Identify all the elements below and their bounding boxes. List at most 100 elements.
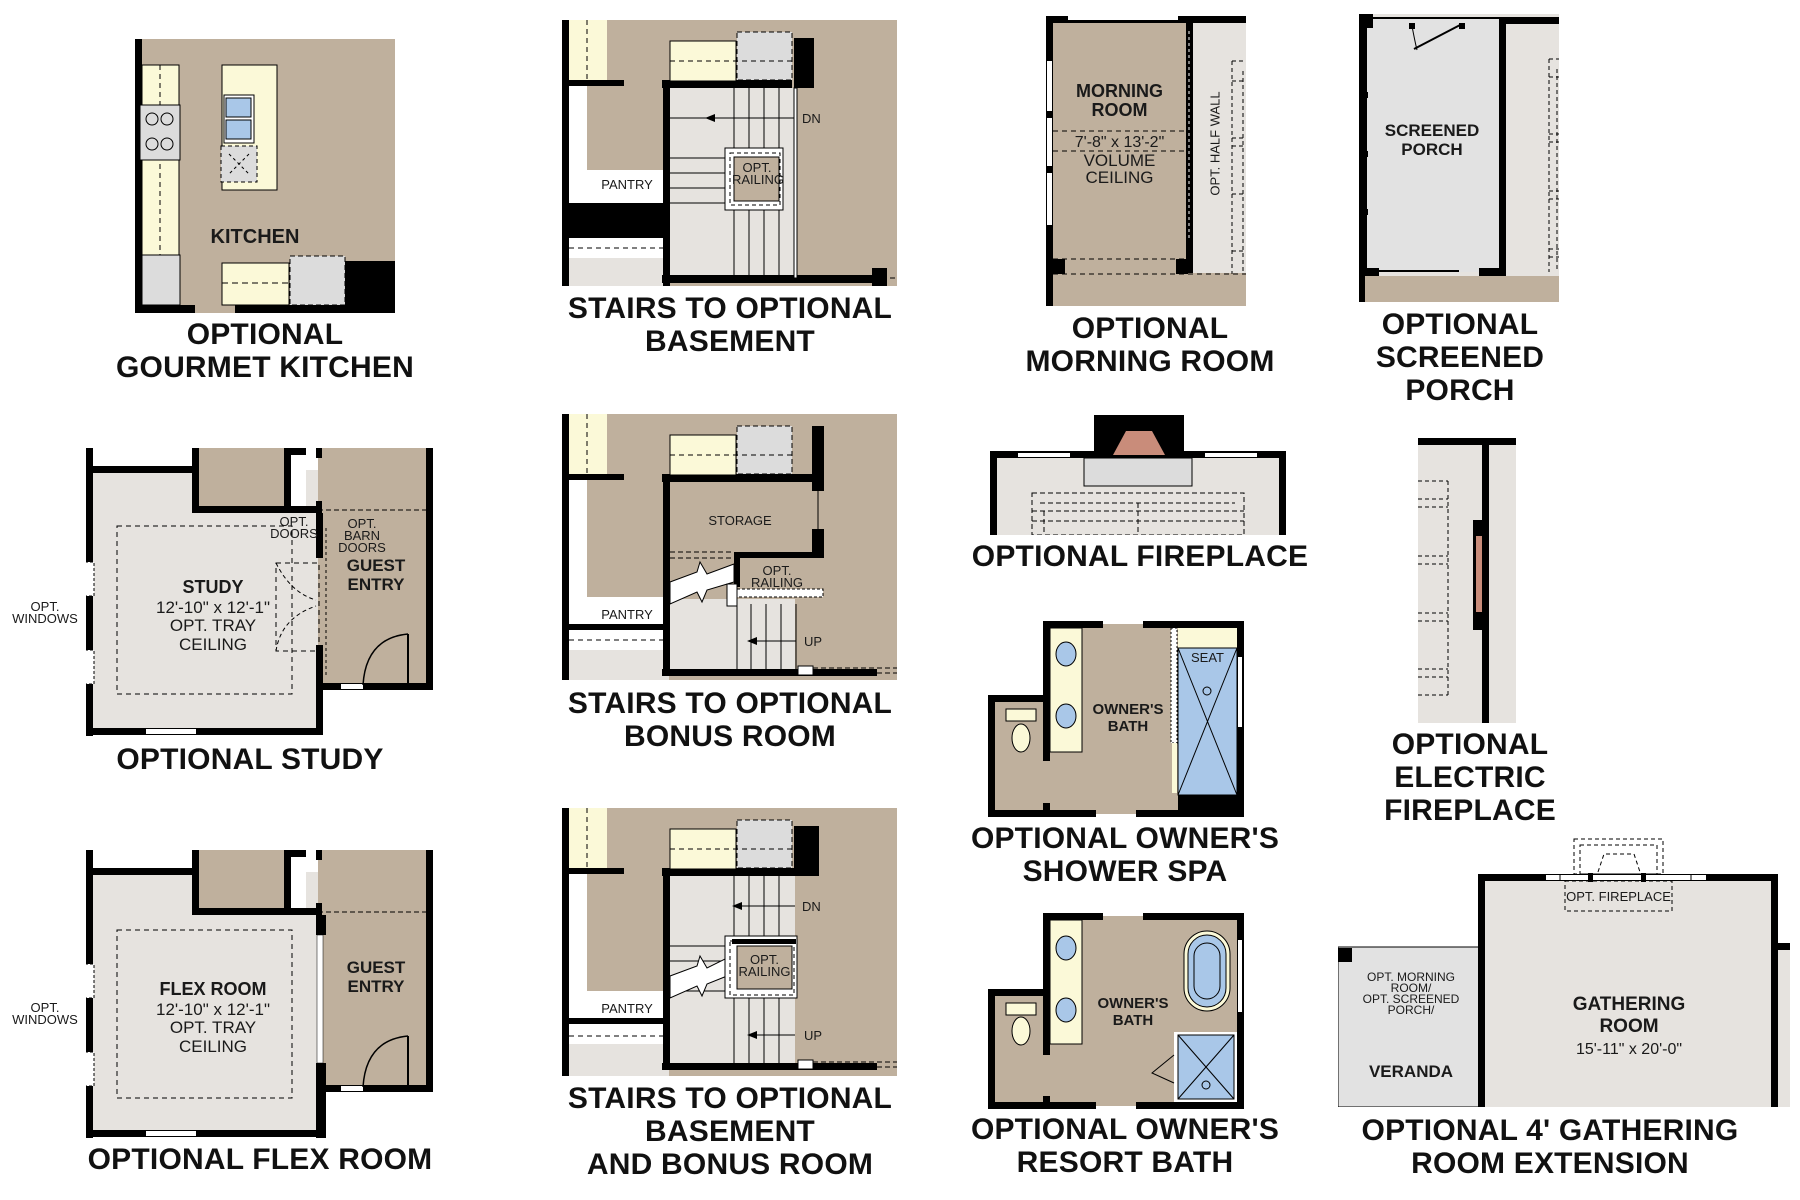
caption-line: OPTIONAL: [186, 318, 344, 351]
kitchen-room-label: KITCHEN: [210, 226, 300, 248]
label-line: OPT.: [279, 514, 309, 529]
morning-room-drawing: [1046, 16, 1246, 306]
label-line: OWNER'S: [1097, 995, 1169, 1012]
veranda-label: VERANDA: [1368, 1062, 1454, 1081]
label-line: OPT.: [750, 952, 779, 967]
panel-screened-porch: SCREENED PORCH OPTIONAL SCREENED PORCH: [1340, 0, 1600, 420]
stairs-bonus-caption: STAIRS TO OPTIONAL BONUS ROOM: [540, 687, 920, 753]
toilet-icon: [1011, 1016, 1031, 1046]
stairs-bonus-plan: STORAGE OPT. RAILING PANTRY UP: [562, 414, 897, 680]
caption-line: OPTIONAL FLEX ROOM: [87, 1143, 433, 1176]
resort-bath-caption: OPTIONAL OWNER'S RESORT BATH: [960, 1113, 1290, 1179]
toilet-tank-icon: [1005, 708, 1037, 722]
label-line: OPT. SCREENED: [1362, 992, 1460, 1006]
caption-line: GOURMET KITCHEN: [116, 351, 414, 384]
caption-line: MORNING ROOM: [1025, 345, 1275, 378]
panel-shower-spa: SEAT OWNER'S BATH OPTIONAL OWNER'S SHOWE…: [960, 610, 1290, 890]
owners-bath-label: OWNER'S BATH: [1083, 701, 1173, 735]
pantry-label: PANTRY: [601, 1001, 653, 1016]
sink-icon: [1055, 935, 1077, 961]
opt-doors-label: OPT. DOORS: [269, 514, 319, 541]
gathering-room-name: GATHERING ROOM: [1484, 994, 1774, 1038]
sink-icon: [1055, 703, 1077, 729]
label-line: OPT.: [30, 1000, 60, 1015]
stairs-basement-drawing: [562, 20, 897, 286]
shower-spa-drawing: [988, 621, 1244, 817]
stairs-both-drawing: [562, 808, 897, 1076]
sink-icon: [1055, 641, 1077, 667]
guest-entry-label: GUEST ENTRY: [326, 958, 426, 996]
pantry-label: PANTRY: [601, 177, 653, 192]
panel-stairs-bonus: STORAGE OPT. RAILING PANTRY UP STAIRS TO…: [540, 400, 940, 800]
study-caption: OPTIONAL STUDY: [30, 743, 470, 776]
caption-line: STAIRS TO OPTIONAL: [567, 687, 893, 720]
label-line: RAILING: [750, 575, 803, 590]
flex-room-dims: 12'-10" x 12'-1": [155, 1000, 270, 1019]
label-line: RAILING: [738, 964, 791, 979]
resort-bath-drawing: [988, 913, 1244, 1109]
dn-label: DN: [802, 899, 821, 914]
caption-line: STAIRS TO OPTIONAL: [567, 292, 893, 325]
label-line: CEILING: [178, 1037, 248, 1056]
opt-windows-label: OPT. WINDOWS: [10, 1000, 80, 1026]
up-label: UP: [804, 1028, 823, 1043]
arrow-left-icon: [747, 1031, 757, 1039]
stairs-basement-caption: STAIRS TO OPTIONAL BASEMENT: [540, 292, 920, 358]
cooktop-icon: [139, 104, 181, 161]
label-line: VOLUME: [1083, 151, 1156, 170]
label-line: OPT.: [30, 599, 60, 614]
electric-fireplace-drawing: [1418, 438, 1516, 723]
opt-fireplace-outline: [1564, 838, 1673, 912]
caption-line: AND BONUS ROOM: [586, 1148, 874, 1181]
label-line: CEILING: [178, 635, 248, 654]
caption-line: OPTIONAL OWNER'S: [970, 1113, 1280, 1146]
label-line: WINDOWS: [12, 611, 78, 626]
shower-spa-plan: SEAT OWNER'S BATH: [988, 621, 1244, 817]
panel-morning-room: MORNING ROOM 7'-8" x 13'-2" VOLUME CEILI…: [1000, 0, 1320, 400]
toilet-icon: [1011, 723, 1031, 753]
caption-line: BONUS ROOM: [624, 720, 836, 753]
gathering-room-dims: 15'-11" x 20'-0": [1575, 1041, 1683, 1058]
shower-spa-caption: OPTIONAL OWNER'S SHOWER SPA: [960, 822, 1290, 888]
opt-half-wall-label: OPT. HALF WALL: [1207, 91, 1223, 196]
panel-fireplace: OPTIONAL FIREPLACE: [960, 400, 1320, 580]
label-line: DOORS: [270, 526, 318, 541]
caption-line: ROOM EXTENSION: [1411, 1147, 1689, 1180]
screened-porch-room-label: SCREENED PORCH: [1365, 121, 1499, 159]
gourmet-kitchen-caption: OPTIONAL GOURMET KITCHEN: [50, 318, 480, 384]
caption-line: SHOWER SPA: [1022, 855, 1228, 888]
label-line: ROOM/: [1390, 981, 1432, 995]
caption-line: SCREENED: [1375, 341, 1545, 374]
label-line: BATH: [1107, 718, 1149, 735]
guest-entry-label: GUEST ENTRY: [326, 556, 426, 594]
storage-label: STORAGE: [708, 513, 772, 528]
label-line: ENTRY: [347, 977, 405, 996]
label-line: SCREENED: [1384, 121, 1480, 140]
label-line: GUEST: [346, 556, 406, 575]
morning-room-name: MORNING ROOM: [1053, 82, 1186, 120]
label-line: OPT. TRAY: [169, 616, 257, 635]
panel-stairs-both: DN OPT. RAILING PANTRY UP STAIRS TO OPTI…: [540, 800, 940, 1200]
caption-line: FIREPLACE: [1384, 794, 1556, 827]
morning-room-dims: 7'-8" x 13'-2": [1074, 134, 1165, 151]
study-room-name: STUDY: [182, 577, 244, 597]
label-line: RAILING: [732, 172, 785, 187]
arrow-left-icon: [732, 902, 742, 910]
opt-railing-label: OPT. RAILING: [732, 161, 785, 187]
panel-resort-bath: OWNER'S BATH OPTIONAL OWNER'S RESORT BAT…: [960, 900, 1290, 1200]
stairs-basement-plan: PANTRY OPT. RAILING DN: [562, 20, 897, 286]
morning-room-plan: MORNING ROOM 7'-8" x 13'-2" VOLUME CEILI…: [1046, 16, 1246, 306]
caption-line: BASEMENT: [645, 325, 815, 358]
label-line: CEILING: [1085, 168, 1154, 187]
flex-room-caption: OPTIONAL FLEX ROOM: [30, 1143, 490, 1176]
caption-line: OPTIONAL: [1071, 312, 1229, 345]
panel-gourmet-kitchen: KITCHEN OPTIONAL GOURMET KITCHEN: [0, 0, 440, 400]
electric-fireplace-caption: OPTIONAL ELECTRIC FIREPLACE: [1360, 728, 1580, 827]
panel-flex-room: OPT. WINDOWS FLEX ROOM 12'-10" x 12'-1" …: [0, 820, 460, 1200]
opt-windows-label: OPT. WINDOWS: [10, 599, 80, 626]
kitchen-plan-drawing: [135, 39, 395, 313]
kitchen-floor-plan: KITCHEN: [135, 39, 395, 313]
dn-label: DN: [802, 111, 821, 126]
label-line: ROOM: [1599, 1016, 1659, 1037]
veranda-options-label: OPT. MORNING ROOM/ OPT. SCREENED PORCH/: [1338, 971, 1484, 1016]
